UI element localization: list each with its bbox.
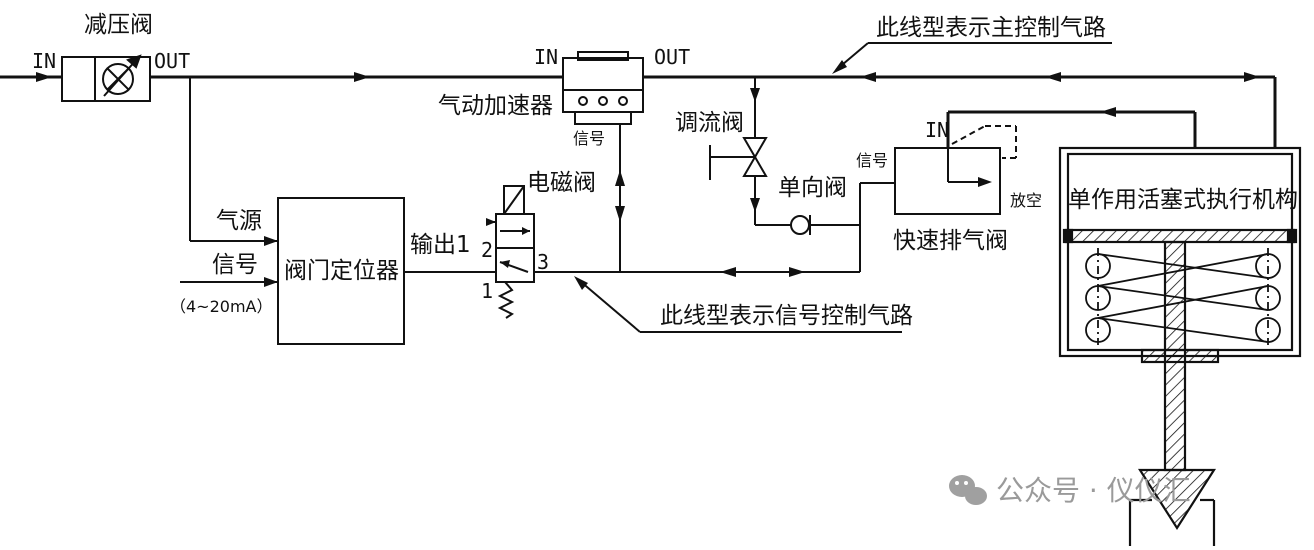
port-3-label: 3: [537, 250, 549, 274]
signal-note-leader: [579, 280, 902, 333]
solenoid-label: 电磁阀: [527, 170, 596, 196]
watermark-text: 公众号 · 仪仪汇: [996, 474, 1191, 507]
booster-symbol: [562, 51, 644, 125]
booster-out-label: OUT: [654, 45, 690, 69]
air-supply-arrow: [264, 236, 278, 246]
qe-signal-label: 信号: [856, 151, 888, 170]
air-supply-label: 气源: [216, 208, 262, 234]
main-note-leader: [835, 42, 1112, 71]
port-1-label: 1: [481, 279, 493, 303]
main-note-arrowhead: [832, 60, 847, 74]
signal-note-arrowhead: [574, 276, 588, 290]
solenoid-flow-arrow-1: [522, 227, 530, 235]
solenoid-flow-arrow-2: [500, 260, 510, 268]
booster-signal-arrow-up: [615, 170, 625, 186]
actuator-label: 单作用活塞式执行机构: [1068, 187, 1298, 213]
quick-exhaust-label: 快速排气阀: [893, 228, 1008, 254]
actuator-spring: [1085, 248, 1281, 345]
main-line-arrows: [36, 72, 1260, 117]
quick-exhaust-symbol: [894, 125, 1017, 215]
actuator-symbol: [1058, 146, 1302, 546]
booster-in-label: IN: [534, 45, 558, 69]
signal-air-note: 此线型表示信号控制气路: [660, 303, 913, 329]
reducer-out-label: OUT: [154, 49, 190, 73]
booster-label: 气动加速器: [438, 93, 553, 119]
flow-valve-label: 调流阀: [675, 110, 744, 136]
flow-valve-arrow-2: [750, 198, 760, 212]
flow-valve-arrow-1: [750, 88, 760, 102]
positioner-label: 阀门定位器: [284, 258, 399, 284]
reducer-in-label: IN: [32, 49, 56, 73]
booster-signal-arrow-down: [615, 206, 625, 222]
solenoid-valve-symbol: [490, 185, 860, 319]
signal-input-arrow: [264, 277, 278, 287]
booster-signal-label: 信号: [573, 129, 605, 148]
pressure-reducer-symbol: [61, 54, 151, 102]
signal-input-label: 信号: [212, 252, 258, 278]
output1-label: 输出1: [410, 232, 471, 258]
pressure-reducer-label: 减压阀: [84, 12, 153, 38]
main-air-note: 此线型表示主控制气路: [876, 15, 1106, 41]
signal-range-label: （4~20mA）: [170, 297, 272, 316]
flow-valve-symbol: [709, 77, 792, 226]
qe-inner-arrow: [978, 177, 992, 187]
solenoid-exhaust-arrow: [486, 218, 496, 226]
check-valve-label: 单向阀: [778, 175, 847, 201]
watermark: 公众号 · 仪仪汇: [949, 474, 1191, 507]
port-2-label: 2: [481, 238, 493, 262]
check-valve-symbol: [790, 182, 895, 272]
wechat-icon: [949, 475, 987, 505]
main-air-line: [0, 75, 1277, 148]
signal-line-arrow-left: [720, 267, 736, 277]
vent-label: 放空: [1010, 191, 1042, 210]
qe-in-label: IN: [925, 118, 949, 142]
signal-line-arrow-right: [789, 267, 805, 277]
